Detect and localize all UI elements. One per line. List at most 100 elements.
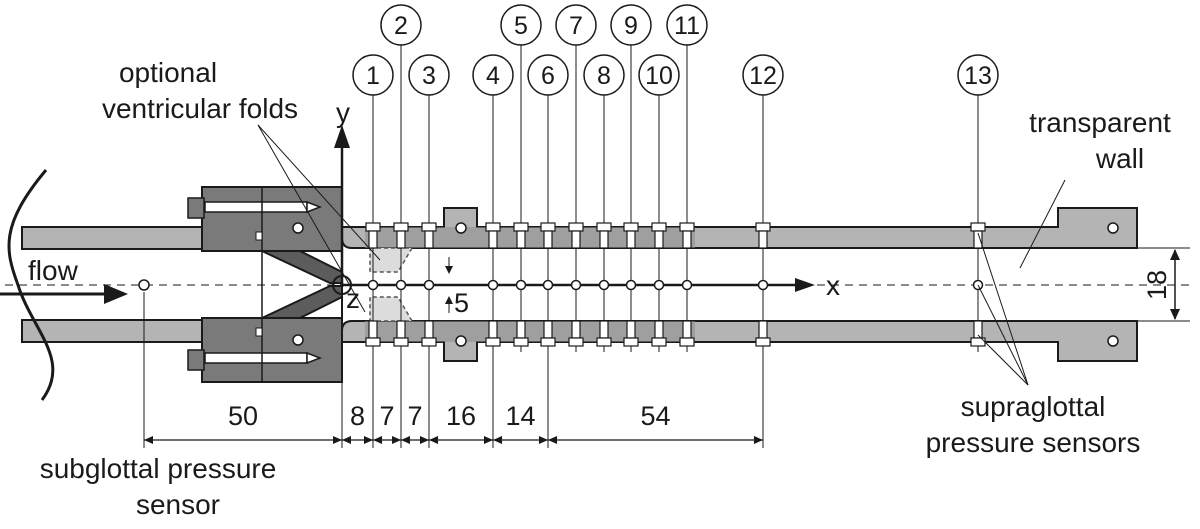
sensor-cap-bottom [568,337,584,347]
sensor-stem-top [654,230,664,249]
subglottal-label-line1: subglottal pressure [40,453,277,484]
sensor-number: 1 [366,62,380,90]
sensor-stem-bottom [543,320,553,339]
sensor-dot [598,279,610,291]
sensor-stem-top [626,230,636,249]
sensor-dot [570,279,582,291]
sensor-circle [352,54,394,96]
dim-arrow-left [342,436,351,444]
height-indicator [1137,247,1190,322]
dim-arrow-right [364,436,373,444]
sensor-cap-top [651,222,667,232]
sensor-cap-top [421,222,437,232]
dim-arrow-right [420,436,429,444]
sensor-circle [472,54,514,96]
sensor-number: 10 [645,62,673,90]
sensor-cap-bottom [421,337,437,347]
dim-label: 54 [640,401,670,431]
axis-x-label: x [826,270,840,301]
sensor-cap-bottom [651,337,667,347]
sensor-stem-bottom [368,320,378,339]
dimension-14: 14 [493,401,548,444]
sensor-stem-top [599,230,609,249]
folds-label-line2: ventricular folds [102,93,298,124]
height-label: 18 [1142,270,1172,300]
sensor-dot [653,279,665,291]
sensor-stem-top [424,230,434,249]
dim-label: 8 [350,401,365,431]
sensor-12: 12 [742,54,784,352]
sensor-stem-bottom [488,320,498,339]
sensor-cap-top [970,222,986,232]
sensor-cap-top [568,222,584,232]
sensor-cap-bottom [540,337,556,347]
sensor-number: 7 [569,12,583,40]
inlet-curve [7,169,55,401]
offset-label: 5 [454,288,469,318]
supraglottal-label-line2: pressure sensors [926,427,1141,458]
sensor-dot [681,279,693,291]
sensor-number: 6 [541,62,555,90]
sensor-cap-bottom [393,337,409,347]
dim-arrow-left [548,436,557,444]
dim-arrow-right [392,436,401,444]
sensor-number: 3 [422,62,436,90]
sensor-stem-top [543,230,553,249]
sensor-dot [757,279,769,291]
sensor-number: 5 [514,12,528,40]
sensor-dot [487,279,499,291]
dim-label: 7 [407,401,422,431]
sensor-stem-bottom [396,320,406,339]
coordinate-axes [332,125,815,295]
sensor-stem-top [758,230,768,249]
sensor-cap-top [596,222,612,232]
offset-indicator [442,257,458,313]
sensor-4: 4 [472,54,514,352]
dim-arrow-left [373,436,382,444]
dim-arrow-left [493,436,502,444]
folds-label-line1: optional [119,57,217,88]
subglottal-sensor-dot [138,279,150,291]
sensor-number: 4 [486,62,500,90]
sensor-cap-top [755,222,771,232]
sensor-dot [625,279,637,291]
supraglottal-leaders [977,232,1029,386]
transparent-label-line2: wall [1095,143,1144,174]
sensor-number: 2 [394,12,408,40]
sensor-stem-top [368,230,378,249]
sensor-10: 10 [638,54,680,352]
sensor-5: 5 [500,4,542,352]
sensor-cap-top [540,222,556,232]
sensor-cap-top [485,222,501,232]
sensor-9: 9 [610,4,652,352]
dimension-16: 16 [429,401,493,444]
sensor-stem-bottom [682,320,692,339]
supraglottal-channel [341,207,1138,362]
dim-arrow-right [539,436,548,444]
sensor-cap-bottom [679,337,695,347]
sensor-number: 12 [749,62,777,90]
sensor-number: 8 [597,62,611,90]
sensor-circle [742,54,784,96]
sensor-stem-bottom [571,320,581,339]
sensor-dot [542,279,554,291]
sensor-circle [500,4,542,46]
sensor-circle [408,54,450,96]
dimension-54: 54 [548,401,763,444]
dim-label: 16 [446,401,476,431]
sensor-circle [527,54,569,96]
sensor-circle [610,4,652,46]
sensor-circle [555,4,597,46]
sensor-cap-bottom [365,337,381,347]
sensor-stem-top [488,230,498,249]
sensor-circle [583,54,625,96]
dim-arrow-left [401,436,410,444]
sensor-number: 9 [624,12,638,40]
axis-y-label: y [336,97,350,128]
sensor-stem-top [516,230,526,249]
sensor-stem-bottom [516,320,526,339]
